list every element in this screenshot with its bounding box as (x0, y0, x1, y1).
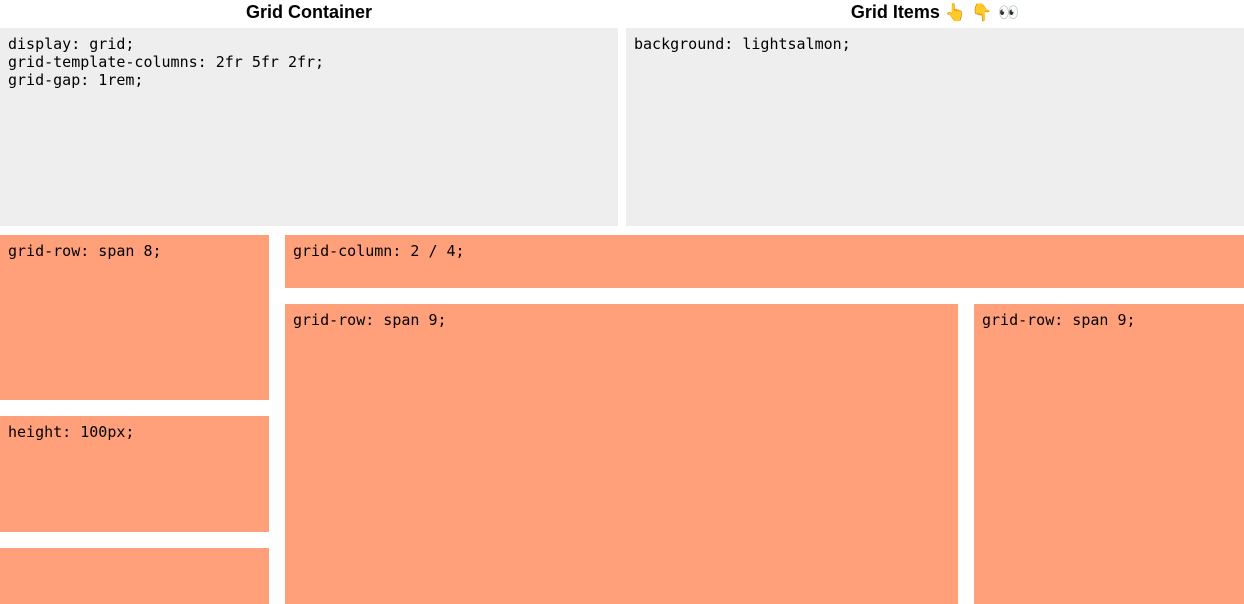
grid-items-title: Grid Items 👆 👇 👀 (626, 0, 1244, 27)
grid-item-column-2-4: grid-column: 2 / 4; (285, 235, 1244, 288)
pointing-hands-eyes-icon: 👆 👇 👀 (944, 3, 1020, 23)
grid-item-empty (0, 548, 269, 604)
grid-item-height-100px: height: 100px; (0, 416, 269, 532)
code-line: grid-gap: 1rem; (8, 71, 144, 89)
grid-items-title-text: Grid Items (850, 2, 940, 22)
grid-item-row-span-8: grid-row: span 8; (0, 235, 269, 400)
grid-items-code-box: background: lightsalmon; (626, 28, 1244, 226)
code-line: grid-template-columns: 2fr 5fr 2fr; (8, 53, 325, 71)
header-row: Grid Container Grid Items 👆 👇 👀 (0, 0, 1244, 27)
grid-container-code-box: display: grid; grid-template-columns: 2f… (0, 28, 618, 226)
grid-item-row-span-9: grid-row: span 9; (974, 304, 1244, 604)
code-line: background: lightsalmon; (634, 35, 851, 53)
code-line: display: grid; (8, 35, 135, 53)
grid-container-title: Grid Container (0, 0, 618, 27)
grid-item-row-span-9: grid-row: span 9; (285, 304, 958, 604)
grid-container-title-text: Grid Container (245, 2, 372, 22)
